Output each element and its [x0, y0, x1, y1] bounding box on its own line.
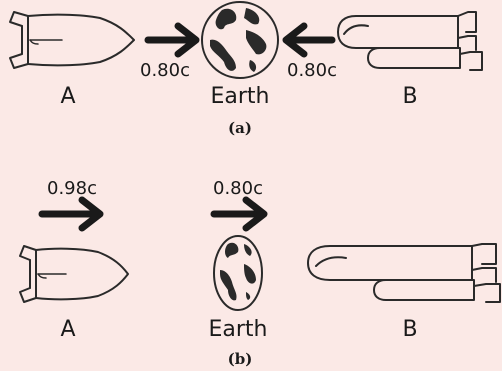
- panel-b-earth-label: Earth: [209, 317, 268, 342]
- earth-globe-icon: [202, 2, 278, 78]
- panel-a-speed-left-label: 0.80c: [140, 60, 190, 81]
- rocket-a-icon: [10, 12, 134, 68]
- space-shuttle-b-icon: [308, 244, 500, 302]
- arrow-right-icon: [42, 200, 100, 228]
- panel-b: 0.98c 0.80c: [20, 178, 500, 368]
- arrow-left-icon: [286, 26, 332, 54]
- space-shuttle-b-icon: [338, 12, 482, 70]
- earth-globe-icon: [214, 236, 262, 310]
- panel-a-caption: (a): [228, 119, 252, 137]
- panel-a: A 0.80c Earth 0.80c B (a): [10, 2, 482, 137]
- arrow-right-icon: [148, 26, 196, 54]
- panel-b-speed-ship-a-label: 0.98c: [47, 178, 97, 199]
- panel-a-ship-a-label: A: [60, 84, 75, 109]
- panel-b-ship-a-label: A: [60, 317, 75, 342]
- panel-a-speed-right-label: 0.80c: [287, 60, 337, 81]
- panel-b-speed-earth-label: 0.80c: [213, 178, 263, 199]
- panel-b-ship-b-label: B: [402, 317, 417, 342]
- arrow-right-icon: [214, 200, 264, 228]
- rocket-a-icon: [20, 246, 128, 302]
- panel-b-caption: (b): [228, 350, 253, 368]
- panel-a-earth-label: Earth: [211, 84, 270, 109]
- panel-a-ship-b-label: B: [402, 84, 417, 109]
